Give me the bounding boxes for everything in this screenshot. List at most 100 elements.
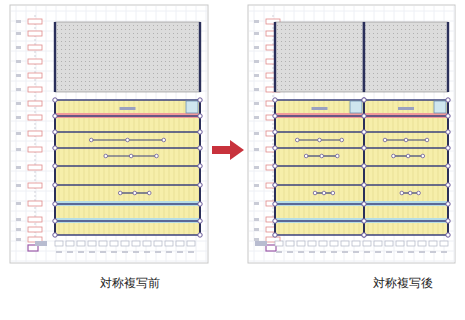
joist xyxy=(124,100,125,235)
ruler-tick xyxy=(177,251,183,253)
screenshot-panel: 対称複写前 xyxy=(10,5,208,303)
axis-tick xyxy=(254,238,259,241)
axis-marker xyxy=(28,31,42,36)
joist xyxy=(393,100,394,235)
column-node xyxy=(273,202,277,206)
joist xyxy=(69,100,70,235)
sub-node xyxy=(89,138,93,142)
ruler-box xyxy=(77,241,85,246)
label-chip xyxy=(398,107,414,110)
joist xyxy=(383,100,384,235)
ruler-tick xyxy=(320,251,326,253)
ruler-marker xyxy=(255,241,267,246)
joist xyxy=(159,100,160,235)
column-node xyxy=(273,130,277,134)
ruler-tick xyxy=(408,251,414,253)
joist xyxy=(74,100,75,235)
joist xyxy=(388,100,389,235)
column-node xyxy=(362,130,366,134)
ruler-tick xyxy=(56,251,62,253)
column-node xyxy=(446,164,450,168)
ruler-box xyxy=(176,241,184,246)
axis-tick xyxy=(254,60,259,63)
ruler-box xyxy=(429,241,437,246)
beam xyxy=(275,234,364,235)
column-line xyxy=(363,22,365,92)
ruler-box xyxy=(143,241,151,246)
axis-tick xyxy=(16,132,21,135)
beam xyxy=(275,147,364,148)
joist xyxy=(344,100,345,235)
axis-tick xyxy=(16,116,21,119)
ruler-box xyxy=(363,241,371,246)
blue-band xyxy=(275,218,364,223)
beam xyxy=(364,220,448,221)
axis-tick xyxy=(16,218,21,221)
panel-frame xyxy=(248,5,455,263)
beam xyxy=(275,220,364,221)
blue-band xyxy=(55,218,200,223)
column-node xyxy=(198,202,202,206)
ruler-box xyxy=(165,241,173,246)
joist xyxy=(309,100,310,235)
opening xyxy=(434,101,446,113)
blue-band xyxy=(275,201,364,206)
plan-half xyxy=(273,22,366,237)
joist xyxy=(119,100,120,235)
red-band xyxy=(55,113,200,118)
joist xyxy=(359,100,360,235)
column-node xyxy=(198,114,202,118)
joist xyxy=(378,100,379,235)
ruler-box xyxy=(396,241,404,246)
axis-tick xyxy=(16,238,21,241)
beam xyxy=(275,165,364,166)
beam xyxy=(55,203,200,204)
sub-node xyxy=(322,191,326,195)
column-node xyxy=(362,164,366,168)
axis-tick xyxy=(254,132,259,135)
axis-tick xyxy=(254,46,259,49)
sub-node xyxy=(318,138,322,142)
column-line xyxy=(274,22,276,92)
label-chip xyxy=(312,107,328,110)
beam xyxy=(275,115,364,116)
column-node xyxy=(273,164,277,168)
grid-line xyxy=(249,221,454,222)
column-node xyxy=(53,233,57,237)
joist xyxy=(438,100,439,235)
open-area xyxy=(364,22,448,92)
axis-tick xyxy=(16,60,21,63)
joist xyxy=(94,100,95,235)
column-line xyxy=(447,22,449,92)
axis-marker xyxy=(28,165,42,170)
joist xyxy=(114,100,115,235)
column-node xyxy=(53,202,57,206)
column-node xyxy=(198,219,202,223)
ruler-tick xyxy=(364,251,370,253)
ruler-marker xyxy=(35,241,47,246)
joist xyxy=(194,100,195,235)
joist xyxy=(279,100,280,235)
ruler-tick xyxy=(122,251,128,253)
grid-line xyxy=(11,11,207,12)
column-node xyxy=(273,114,277,118)
ruler-box xyxy=(308,241,316,246)
joist xyxy=(189,100,190,235)
screenshot-panel: 対称複写後 xyxy=(248,5,455,303)
beam xyxy=(55,147,200,148)
ruler-tick xyxy=(331,251,337,253)
axis-tick xyxy=(254,74,259,77)
axis-marker xyxy=(28,227,42,232)
ruler-box xyxy=(297,241,305,246)
joist xyxy=(398,100,399,235)
beam xyxy=(275,184,364,185)
sub-node xyxy=(331,191,335,195)
ruler-tick xyxy=(342,251,348,253)
column-node xyxy=(446,146,450,150)
column-node xyxy=(362,98,366,102)
ruler-tick xyxy=(375,251,381,253)
ruler-tick xyxy=(188,251,194,253)
ruler-box xyxy=(352,241,360,246)
ruler-tick xyxy=(89,251,95,253)
